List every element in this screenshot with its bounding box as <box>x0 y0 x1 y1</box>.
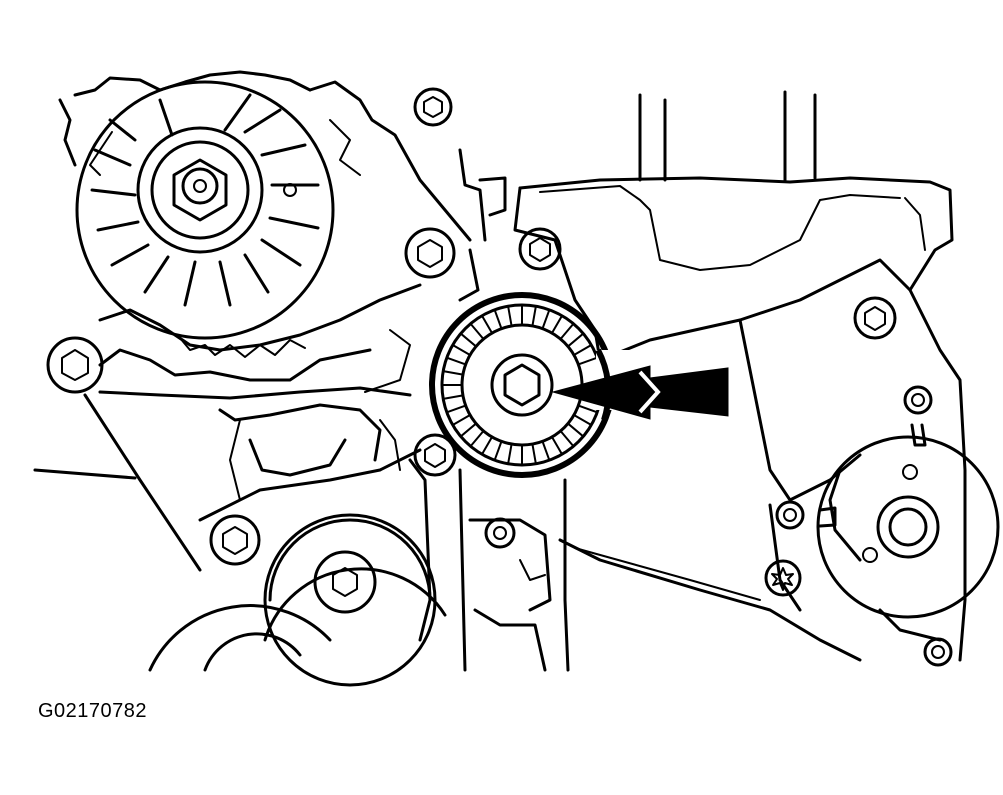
pulley-rib <box>459 332 478 348</box>
pulley-rib <box>531 305 537 327</box>
pulley-rib <box>442 370 464 376</box>
arrow-left-icon <box>551 365 729 420</box>
pulley-rib <box>451 344 472 356</box>
bolt-icon <box>853 296 897 340</box>
bolt-icon <box>923 637 953 667</box>
mounting-bolts <box>46 87 953 667</box>
bolt-icon <box>209 514 261 566</box>
pulley-rib <box>577 404 599 414</box>
bolt-icon <box>46 336 104 394</box>
pulley-rib <box>541 308 551 330</box>
pulley-rib <box>481 314 493 335</box>
pulley-rib <box>459 422 478 438</box>
pulley-rib <box>551 435 563 456</box>
bolt-icon <box>775 500 805 530</box>
pulley-rib <box>469 322 485 341</box>
water-pump-pulley <box>148 513 447 687</box>
pulley-rib <box>551 314 563 335</box>
belt-tensioner-pulley <box>429 292 636 478</box>
pulley-rib <box>442 394 464 400</box>
pulley-rib <box>559 322 575 341</box>
pulley-rib <box>559 429 575 448</box>
bolt-icon <box>404 227 456 279</box>
pulley-rib <box>572 414 593 426</box>
bolt-icon <box>413 433 457 477</box>
pulley-rib <box>572 344 593 356</box>
pulley-rib <box>507 443 513 465</box>
pulley-rib <box>566 422 585 438</box>
pulley-rib <box>566 332 585 348</box>
alternator <box>58 70 472 400</box>
pulley-rib <box>493 308 503 330</box>
bolt-icon <box>413 87 453 127</box>
bolt-icon <box>518 227 562 271</box>
pulley-ribs <box>441 304 599 466</box>
pulley-rib <box>493 440 503 462</box>
torx-bolt-icon <box>764 559 802 597</box>
pulley-rib <box>445 404 467 414</box>
pulley-rib <box>507 305 513 327</box>
crankshaft-pulley <box>816 423 1000 642</box>
pulley-rib <box>469 429 485 448</box>
pulley-rib <box>541 440 551 462</box>
timing-cover <box>458 90 967 672</box>
bracket <box>33 329 432 642</box>
pulley-rib <box>531 443 537 465</box>
pulley-rib <box>445 356 467 366</box>
bolt-icon <box>903 385 933 415</box>
pulley-rib <box>481 435 493 456</box>
figure-id-label: G02170782 <box>38 700 148 722</box>
pulley-rib <box>577 356 599 366</box>
pulley-rib <box>451 414 472 426</box>
bolt-icon <box>484 517 516 549</box>
